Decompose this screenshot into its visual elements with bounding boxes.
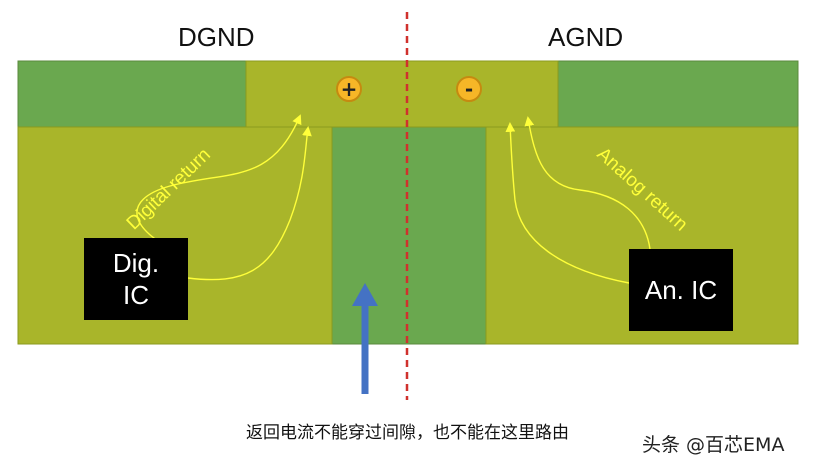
agnd-label: AGND (548, 22, 624, 52)
caption: 返回电流不能穿过间隙，也不能在这里路由 (246, 423, 569, 443)
blue-arrow-head (352, 283, 378, 306)
plus-terminal: + (336, 76, 362, 102)
digital-ic-label-line2: IC (123, 280, 149, 310)
digital-ic-block: Dig. IC (84, 238, 188, 320)
bridge-copper (245, 60, 559, 128)
analog-return-path-outer (505, 122, 630, 284)
digital-return-path-outer (136, 114, 302, 253)
analog-ic-label: An. IC (644, 275, 718, 305)
dgnd-label: DGND (178, 22, 255, 52)
analog-ic-block: An. IC (629, 249, 733, 331)
digital-return-path-inner (187, 126, 312, 281)
minus-terminal: - (456, 76, 482, 102)
watermark: 头条 @百芯EMA (642, 434, 785, 456)
analog-return-path-inner (524, 116, 651, 250)
digital-ic-label-line1: Dig. (112, 248, 160, 278)
